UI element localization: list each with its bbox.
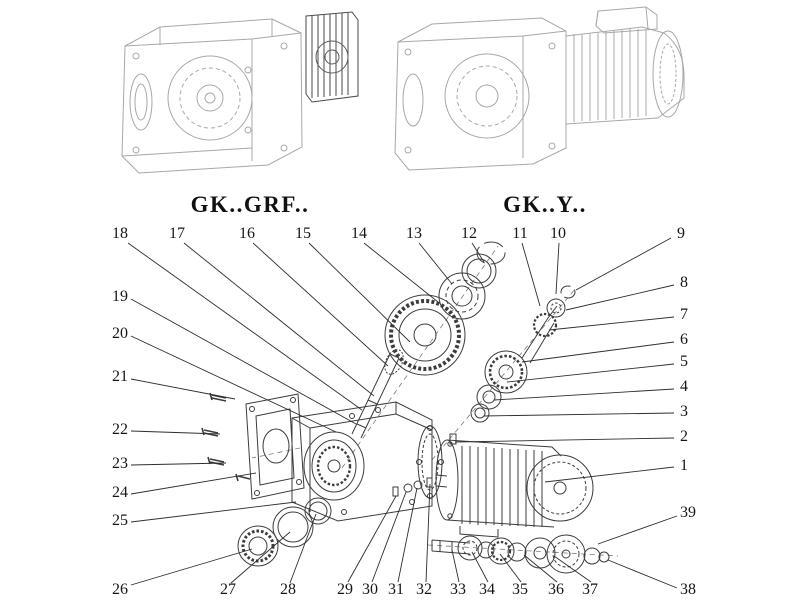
callout-16: 16 [239, 225, 255, 242]
callout-14: 14 [351, 225, 367, 242]
callout-28: 28 [280, 581, 296, 598]
callout-35: 35 [512, 581, 528, 598]
callout-18: 18 [112, 225, 128, 242]
callout-29: 29 [337, 581, 353, 598]
callout-32: 32 [416, 581, 432, 598]
callout-37: 37 [582, 581, 598, 598]
callout-33: 33 [450, 581, 466, 598]
callout-31: 31 [388, 581, 404, 598]
callout-36: 36 [548, 581, 564, 598]
callout-4: 4 [680, 378, 688, 395]
callout-19: 19 [112, 288, 128, 305]
input-adapter-illustration [305, 11, 359, 103]
callout-22: 22 [112, 421, 128, 438]
callout-12: 12 [461, 225, 477, 242]
gearbox-illustration-gky [394, 6, 685, 171]
gearbox-illustration-gkgrf [121, 18, 303, 174]
exploded-assembly [201, 241, 619, 574]
callout-17: 17 [169, 225, 185, 242]
gear-bearing-stack [384, 241, 506, 376]
mounting-flange-plate [245, 393, 305, 500]
callout-21: 21 [112, 368, 128, 385]
callout-2: 2 [680, 428, 688, 445]
callout-9: 9 [677, 225, 685, 242]
leader-lines [127, 237, 678, 589]
callout-24: 24 [112, 484, 128, 501]
callout-1: 1 [680, 457, 688, 474]
callout-11: 11 [512, 225, 528, 242]
input-shaft-stack [470, 285, 576, 423]
callout-23: 23 [112, 455, 128, 472]
electric-motor [435, 439, 594, 538]
callout-15: 15 [295, 225, 311, 242]
callout-27: 27 [220, 581, 236, 598]
callout-34: 34 [479, 581, 495, 598]
callout-10: 10 [550, 225, 566, 242]
callout-25: 25 [112, 512, 128, 529]
callout-30: 30 [362, 581, 378, 598]
callout-26: 26 [112, 581, 128, 598]
callout-39: 39 [680, 504, 696, 521]
seal-rings [237, 497, 332, 567]
model-title-gky: GK..Y.. [503, 192, 587, 217]
callout-38: 38 [680, 581, 696, 598]
callout-8: 8 [680, 274, 688, 291]
callout-13: 13 [406, 225, 422, 242]
callout-20: 20 [112, 325, 128, 342]
gear-housing [291, 349, 444, 522]
callout-5: 5 [680, 353, 688, 370]
model-title-gkgrf: GK..GRF.. [190, 192, 310, 217]
output-shaft-assembly [431, 534, 610, 574]
callout-3: 3 [680, 403, 688, 420]
fastening-screws [201, 392, 251, 482]
callout-6: 6 [680, 331, 688, 348]
callout-7: 7 [680, 306, 688, 323]
